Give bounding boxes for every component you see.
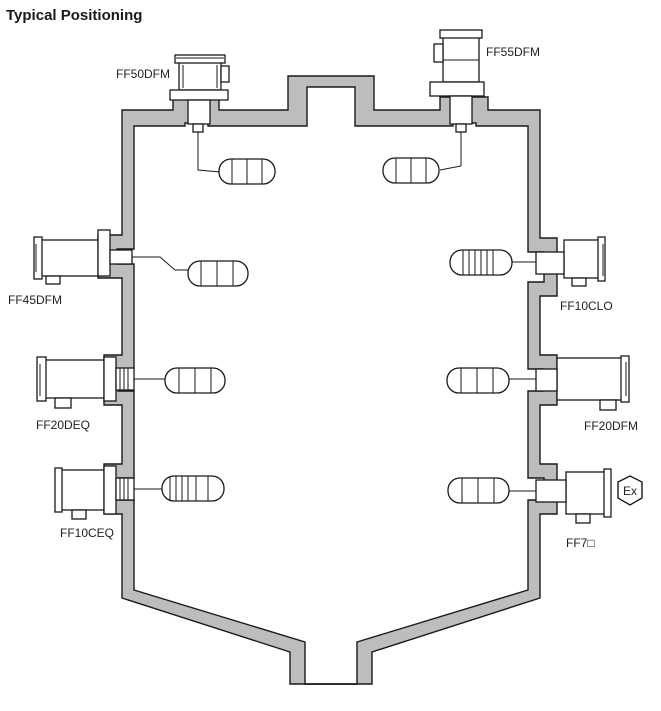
ff20dfm-float bbox=[446, 367, 510, 394]
ff50dfm-switch bbox=[169, 54, 230, 173]
ff20deq-switch bbox=[36, 356, 166, 409]
ex-hexagon-icon: Ex bbox=[617, 475, 643, 506]
diagram-title: Typical Positioning bbox=[6, 7, 143, 24]
label-ff10clo: FF10CLO bbox=[560, 299, 613, 313]
ff50dfm-float bbox=[218, 158, 276, 185]
label-ff20dfm: FF20DFM bbox=[584, 419, 638, 433]
ff55dfm-float bbox=[382, 157, 440, 184]
label-ff55dfm: FF55DFM bbox=[486, 45, 540, 59]
ff10ceq-float bbox=[161, 475, 225, 502]
label-ff7: FF7□ bbox=[566, 536, 595, 550]
label-ff45dfm: FF45DFM bbox=[8, 293, 62, 307]
ff7-switch bbox=[508, 468, 612, 524]
ff10clo-float bbox=[449, 249, 513, 276]
ff10ceq-switch bbox=[54, 465, 162, 520]
label-ff50dfm: FF50DFM bbox=[116, 67, 170, 81]
ff10clo-switch bbox=[512, 236, 606, 287]
ff55dfm-switch bbox=[429, 29, 485, 171]
tank-wall bbox=[97, 75, 558, 685]
ff20dfm-switch bbox=[508, 355, 630, 411]
ex-label: Ex bbox=[623, 484, 637, 498]
ff20deq-float bbox=[164, 367, 226, 394]
label-ff20deq: FF20DEQ bbox=[36, 418, 90, 432]
ff7-float bbox=[447, 477, 510, 504]
ff45dfm-float bbox=[187, 260, 249, 287]
label-ff10ceq: FF10CEQ bbox=[60, 526, 114, 540]
ff45dfm-switch bbox=[33, 229, 190, 285]
